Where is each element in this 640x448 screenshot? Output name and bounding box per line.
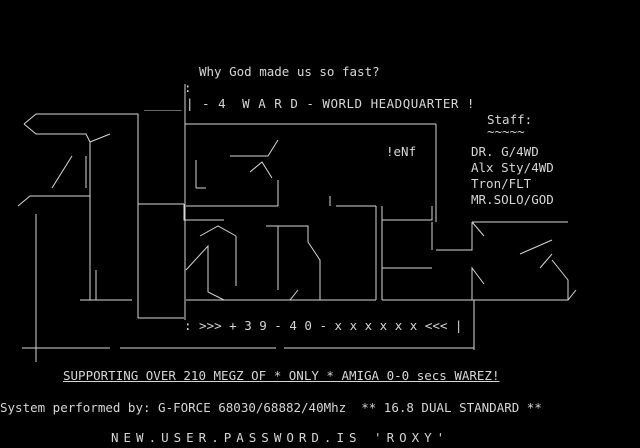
system-info-line: System performed by: G-FORCE 68030/68882… [0, 400, 542, 415]
support-banner: SUPPORTING OVER 210 MEGZ OF * ONLY * AMI… [63, 368, 500, 383]
staff-member-4: MR.SOLO/GOD [471, 192, 554, 207]
staff-title: Staff: [487, 112, 533, 127]
tagline: Why God made us so fast? [199, 64, 380, 79]
phone-number-line: : >>> + 3 9 - 4 0 - x x x x x x <<< | [184, 318, 463, 333]
art-signature: !eNf [386, 144, 416, 159]
staff-title-underline: ~~~~~ [487, 124, 525, 139]
staff-member-3: Tron/FLT [471, 176, 532, 191]
header-underline: _____ [144, 96, 182, 111]
divider-dot: : [184, 80, 192, 95]
staff-member-1: DR. G/4WD [471, 144, 539, 159]
new-user-password-line: NEW.USER.PASSWORD.IS 'ROXY' [111, 430, 450, 445]
staff-member-2: Alx Sty/4WD [471, 160, 554, 175]
headquarter-banner: | - 4 W A R D - WORLD HEADQUARTER ! [186, 96, 475, 111]
